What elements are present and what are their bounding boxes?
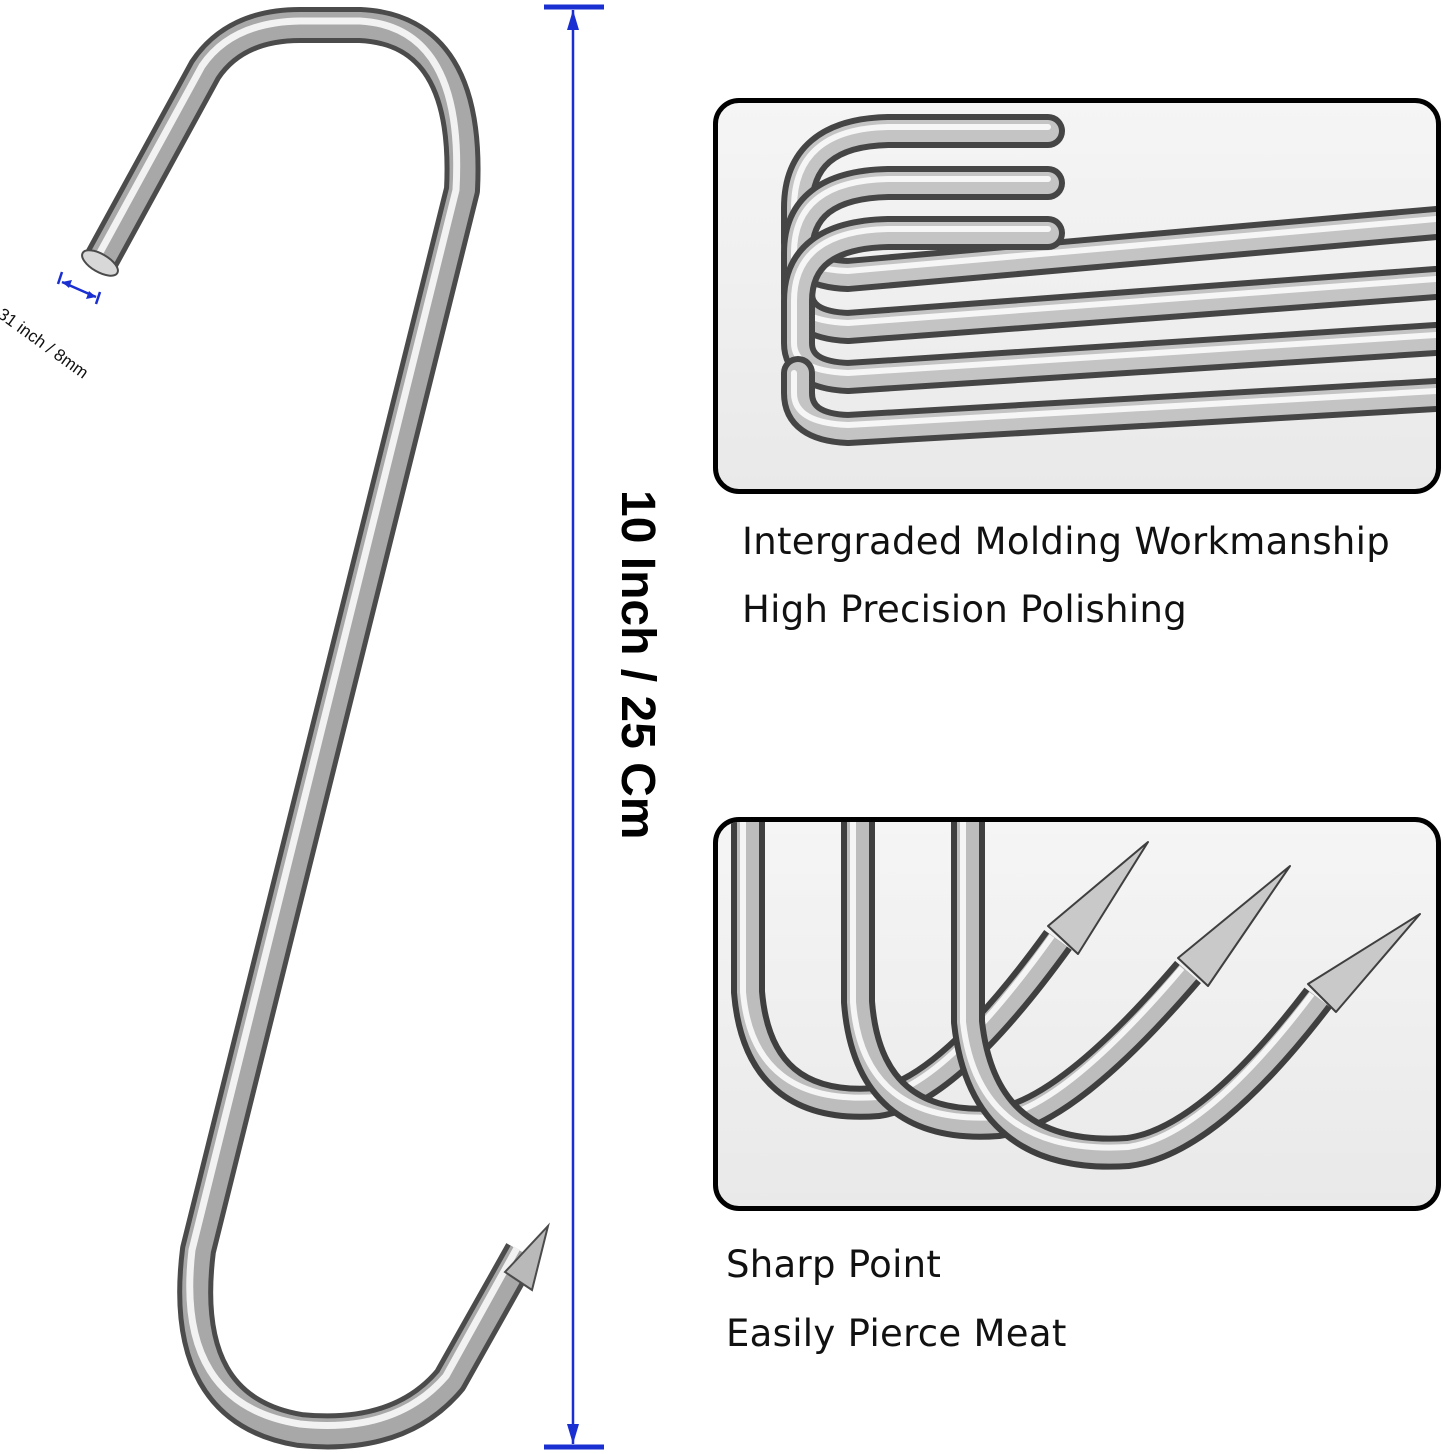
feature-caption-line: Easily Pierce Meat bbox=[726, 1312, 1067, 1355]
feature-caption-line: Sharp Point bbox=[726, 1243, 942, 1286]
feature-panel-molding bbox=[713, 98, 1441, 494]
sharp-hook-points-image bbox=[731, 822, 1421, 1170]
feature-caption-line: High Precision Polishing bbox=[742, 588, 1187, 631]
rod-stack bbox=[781, 114, 1436, 446]
diameter-arrow bbox=[56, 271, 102, 305]
height-dimension-line bbox=[544, 4, 604, 1450]
feature-caption-line: Intergraded Molding Workmanship bbox=[742, 520, 1391, 563]
s-hook-image bbox=[81, 7, 550, 1450]
height-label: 10 Inch / 25 Cm bbox=[611, 490, 664, 840]
welded-hook-ends-image bbox=[781, 114, 1436, 446]
feature-panel-sharp-point bbox=[713, 817, 1441, 1211]
